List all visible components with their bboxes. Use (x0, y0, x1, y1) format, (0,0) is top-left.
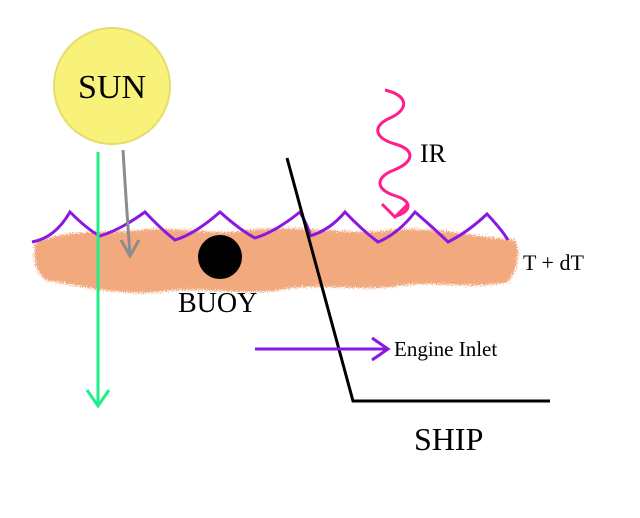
buoy-icon (198, 235, 242, 279)
ship-label: SHIP (414, 421, 483, 457)
buoy-label: BUOY (178, 288, 257, 319)
scattered-radiation-arrow (119, 149, 141, 260)
warm-water-layer (34, 228, 518, 293)
sun-icon (53, 27, 171, 145)
infrared-radiation-arrow (376, 88, 412, 220)
ir-label: IR (420, 139, 447, 168)
sea-surface-wave (31, 209, 510, 244)
engine-inlet-label: Engine Inlet (394, 337, 497, 361)
ship-hull-icon (285, 157, 550, 403)
solar-radiation-arrow (85, 152, 111, 409)
engine-inlet-arrow (255, 336, 391, 362)
surface-temperature-label: T + dT (523, 250, 584, 275)
sun-label: SUN (78, 69, 146, 106)
